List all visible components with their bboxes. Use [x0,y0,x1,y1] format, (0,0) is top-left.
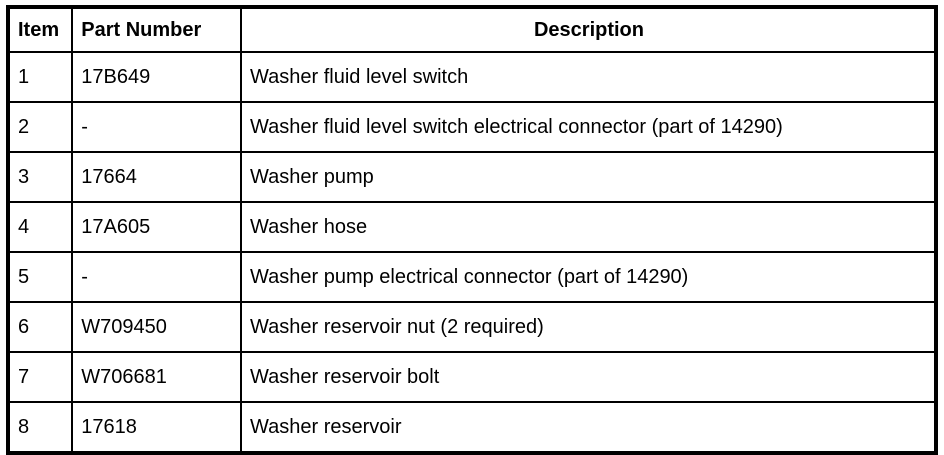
header-item: Item [6,6,74,53]
cell-item: 8 [6,401,74,454]
cell-part-number: W706681 [71,351,242,403]
table-row: 1 17B649 Washer fluid level switch [6,51,938,103]
cell-description: Washer fluid level switch [239,51,938,103]
table-header-row: Item Part Number Description [6,6,938,53]
cell-item: 4 [6,201,74,253]
cell-description: Washer pump [239,151,938,203]
cell-description: Washer hose [239,201,938,253]
cell-part-number: - [71,101,242,153]
cell-description: Washer reservoir [239,401,938,454]
cell-item: 1 [6,51,74,103]
cell-description: Washer reservoir bolt [239,351,938,403]
cell-item: 2 [6,101,74,153]
header-description: Description [239,6,938,53]
table-row: 3 17664 Washer pump [6,151,938,203]
cell-part-number: 17664 [71,151,242,203]
cell-item: 5 [6,251,74,303]
table-row: 8 17618 Washer reservoir [6,401,938,454]
cell-description: Washer pump electrical connector (part o… [239,251,938,303]
table-row: 5 - Washer pump electrical connector (pa… [6,251,938,303]
cell-part-number: - [71,251,242,303]
cell-part-number: W709450 [71,301,242,353]
header-part-number: Part Number [71,6,242,53]
page: Item Part Number Description 1 17B649 Wa… [6,5,938,455]
parts-table: Item Part Number Description 1 17B649 Wa… [6,5,938,455]
cell-description: Washer fluid level switch electrical con… [239,101,938,153]
cell-part-number: 17618 [71,401,242,454]
table-row: 7 W706681 Washer reservoir bolt [6,351,938,403]
table-row: 4 17A605 Washer hose [6,201,938,253]
cell-part-number: 17A605 [71,201,242,253]
table-row: 2 - Washer fluid level switch electrical… [6,101,938,153]
table-row: 6 W709450 Washer reservoir nut (2 requir… [6,301,938,353]
cell-item: 3 [6,151,74,203]
cell-item: 6 [6,301,74,353]
cell-part-number: 17B649 [71,51,242,103]
cell-description: Washer reservoir nut (2 required) [239,301,938,353]
cell-item: 7 [6,351,74,403]
